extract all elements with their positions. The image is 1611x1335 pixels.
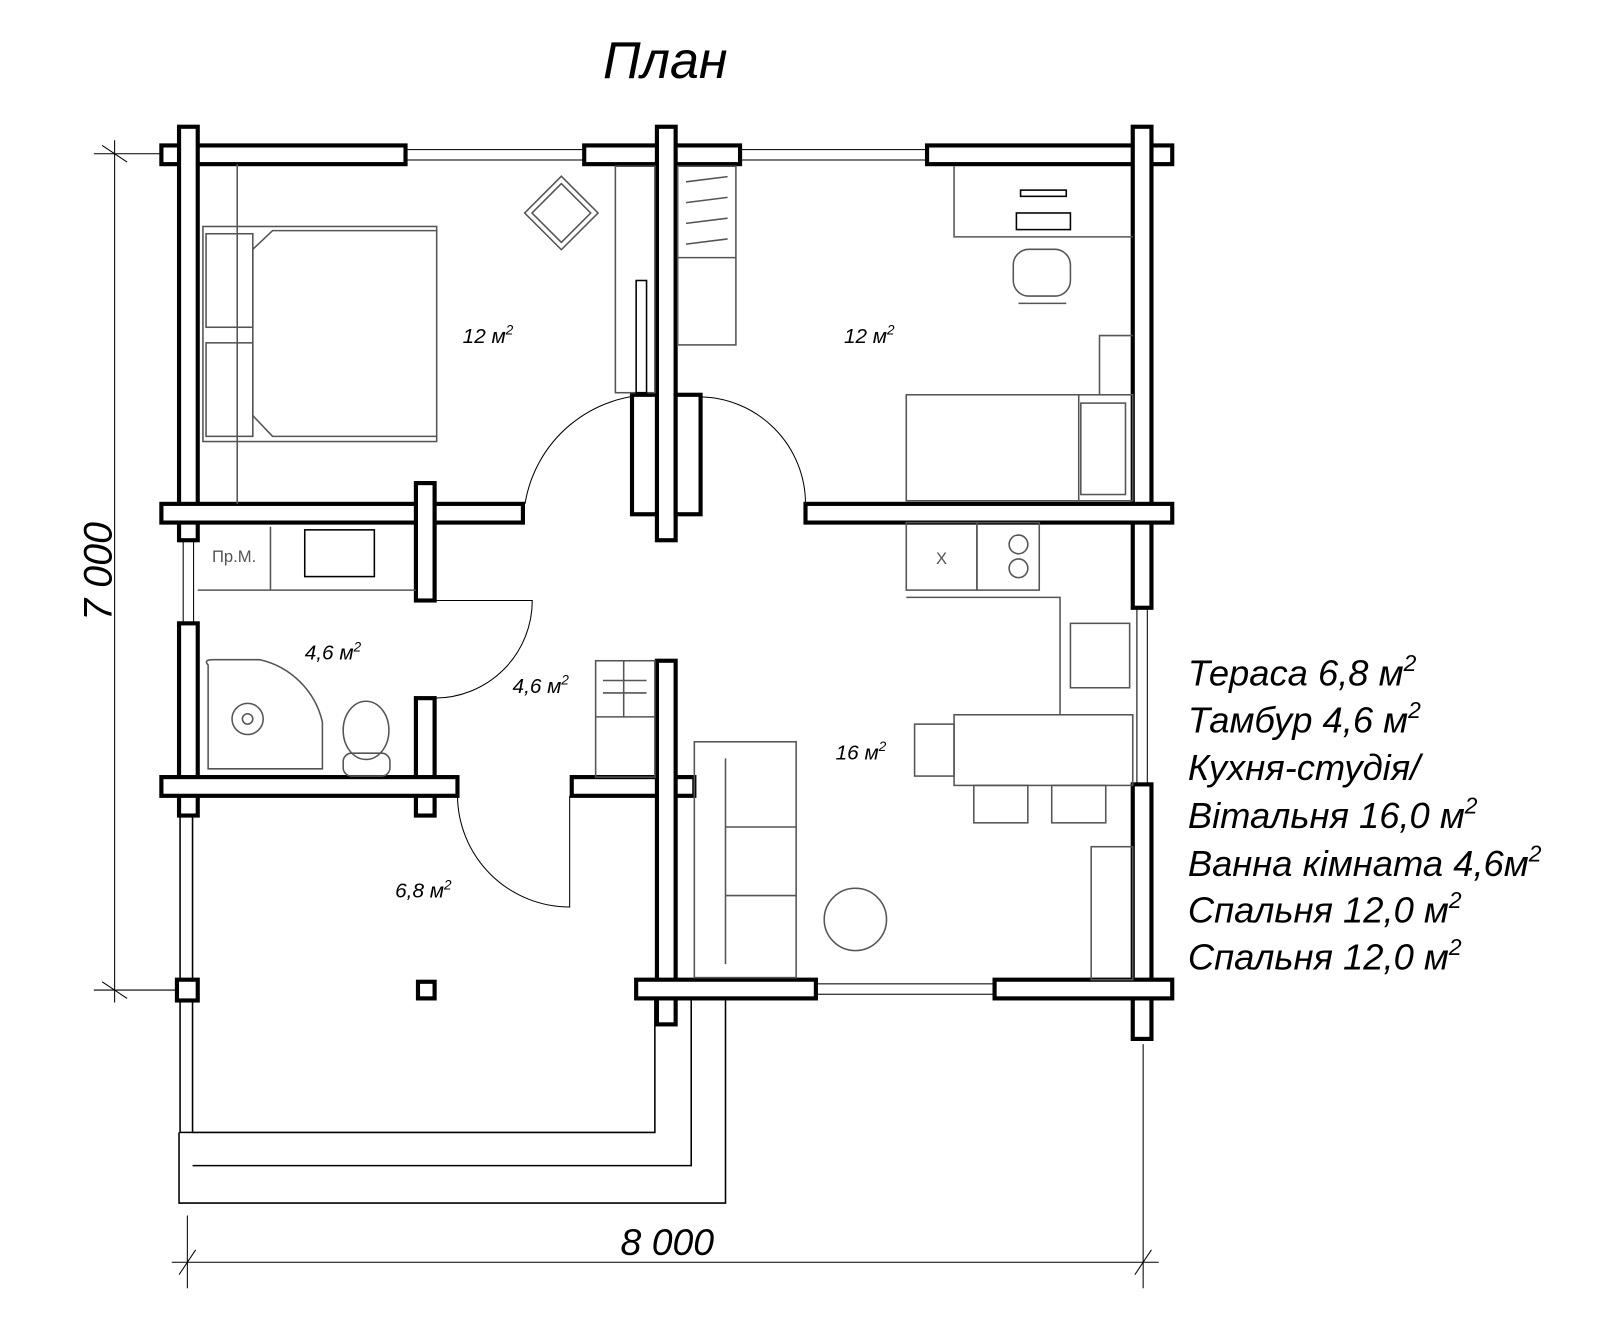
terrace-post	[174, 977, 200, 1003]
area-legend: Тераса 6,8 м2 Тамбур 4,6 м2 Кухня-студія…	[1188, 650, 1542, 977]
width-dimension-label: 8 000	[621, 1221, 715, 1263]
doors	[434, 394, 807, 908]
room-area-terrace: 6,8 м2	[395, 877, 452, 902]
wardrobe	[614, 165, 656, 394]
walls	[159, 124, 1175, 1041]
room-area-bedroom-right: 12 м2	[844, 323, 895, 348]
kitchen-units	[905, 521, 1134, 981]
sofa	[693, 741, 797, 979]
single-bed	[905, 334, 1134, 502]
dimension-height: 7 000	[77, 140, 177, 1003]
coffee-table	[823, 887, 888, 952]
legend-item: Спальня 12,0 м2	[1188, 934, 1462, 978]
height-dimension-label: 7 000	[77, 522, 121, 621]
shelf-unit	[676, 165, 737, 346]
plan-title: План	[603, 32, 727, 90]
legend-item: Тераса 6,8 м2	[1188, 650, 1417, 694]
room-area-living: 16 м2	[836, 739, 887, 764]
washer-label: Пр.М.	[212, 547, 256, 566]
double-bed	[202, 225, 438, 443]
desk-with-computer	[953, 166, 1133, 305]
fridge-label: X	[936, 549, 947, 568]
room-area-vestibule: 4,6 м2	[513, 673, 570, 698]
terrace-outline	[174, 809, 727, 1204]
armchair	[523, 175, 600, 251]
legend-item: Кухня-студія/	[1188, 747, 1424, 788]
bathroom-fixtures	[197, 526, 416, 777]
room-area-bathroom: 4,6 м2	[305, 639, 362, 664]
legend-item: Ванна кімната 4,6м2	[1188, 840, 1542, 884]
room-area-bedroom-left: 12 м2	[463, 323, 514, 348]
vestibule-shelf	[594, 659, 656, 778]
legend-item: Спальня 12,0 м2	[1188, 887, 1462, 931]
terrace-post	[415, 979, 437, 1001]
legend-item: Тамбур 4,6 м2	[1188, 697, 1421, 741]
dimension-width: 8 000	[171, 1044, 1159, 1289]
legend-item: Вітальня 16,0 м2	[1188, 792, 1478, 836]
